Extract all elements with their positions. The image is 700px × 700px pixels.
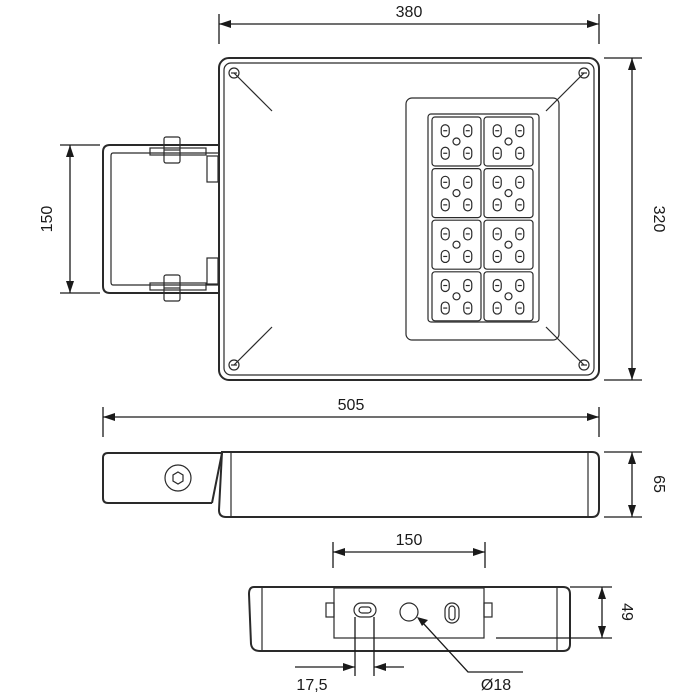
dimension-side-height: 65: [604, 451, 667, 518]
housing-outline: [218, 57, 600, 381]
hole-label: Ø18: [481, 677, 511, 694]
bracket-label: 150: [39, 206, 56, 233]
led-module-grid: [431, 116, 534, 322]
spacing-label: 150: [396, 532, 423, 549]
dimension-spacing: 150: [332, 532, 486, 568]
mounting-bracket: [102, 144, 218, 294]
end-housing: [247, 586, 571, 652]
bracket-clamp-upper: [149, 136, 207, 164]
bracket-clamp-lower: [149, 274, 207, 302]
corner-screw: [228, 67, 240, 79]
height-label: 320: [650, 206, 667, 233]
dimension-offset: 17,5: [295, 617, 404, 694]
top-view: 380 320 150: [39, 4, 667, 381]
dimension-height: 320: [604, 57, 667, 381]
mounting-plate: [333, 587, 485, 639]
dimension-length: 505: [102, 397, 600, 437]
led-module: [483, 219, 534, 270]
side-housing: [217, 451, 600, 518]
dimension-end-height: 49: [496, 586, 635, 639]
cable-hole: [399, 602, 419, 622]
side-bracket: [102, 452, 212, 504]
corner-screw: [228, 359, 240, 371]
led-module: [483, 116, 534, 167]
led-module: [431, 168, 482, 219]
corner-screw: [578, 67, 590, 79]
led-panel: [405, 97, 560, 341]
bottom-view: 150 49: [247, 532, 635, 694]
width-label: 380: [396, 4, 423, 21]
led-module: [431, 116, 482, 167]
length-label: 505: [338, 397, 365, 414]
slot-hole: [353, 602, 377, 618]
led-module: [483, 168, 534, 219]
hole-callout: Ø18: [417, 617, 523, 694]
dimension-bracket: 150: [39, 144, 100, 294]
led-module: [431, 219, 482, 270]
side-view: 505 65: [102, 397, 667, 518]
led-module: [431, 271, 482, 322]
side-height-label: 65: [650, 475, 667, 493]
led-module: [483, 271, 534, 322]
end-height-label: 49: [618, 603, 635, 621]
offset-label: 17,5: [296, 677, 327, 694]
corner-screw: [578, 359, 590, 371]
slot-hole: [444, 602, 460, 624]
dimension-width: 380: [218, 4, 600, 44]
